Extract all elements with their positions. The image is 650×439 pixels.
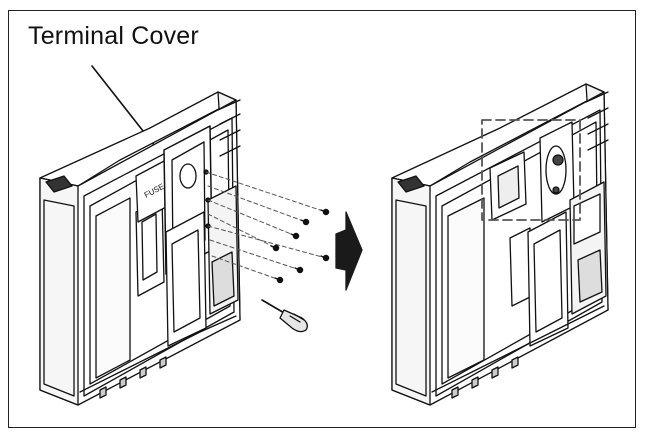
- screw-icon: [270, 244, 280, 252]
- screws: [270, 208, 330, 284]
- screw-icon: [274, 276, 284, 284]
- terminal-cover-label: Terminal Cover: [28, 22, 199, 50]
- screw-icon: [320, 254, 330, 262]
- screw-icon: [320, 208, 330, 216]
- screw-icon: [290, 232, 300, 240]
- screw-trajectories: [205, 171, 327, 281]
- terminal-area-highlight: [481, 119, 581, 221]
- inverter-unit-before: FUSE: [39, 91, 241, 406]
- screw-icon: [300, 218, 310, 226]
- screw-icon: [294, 266, 304, 274]
- step-arrow-icon: [335, 211, 363, 291]
- inverter-unit-after: [391, 83, 609, 406]
- screwdriver-icon: [261, 299, 308, 333]
